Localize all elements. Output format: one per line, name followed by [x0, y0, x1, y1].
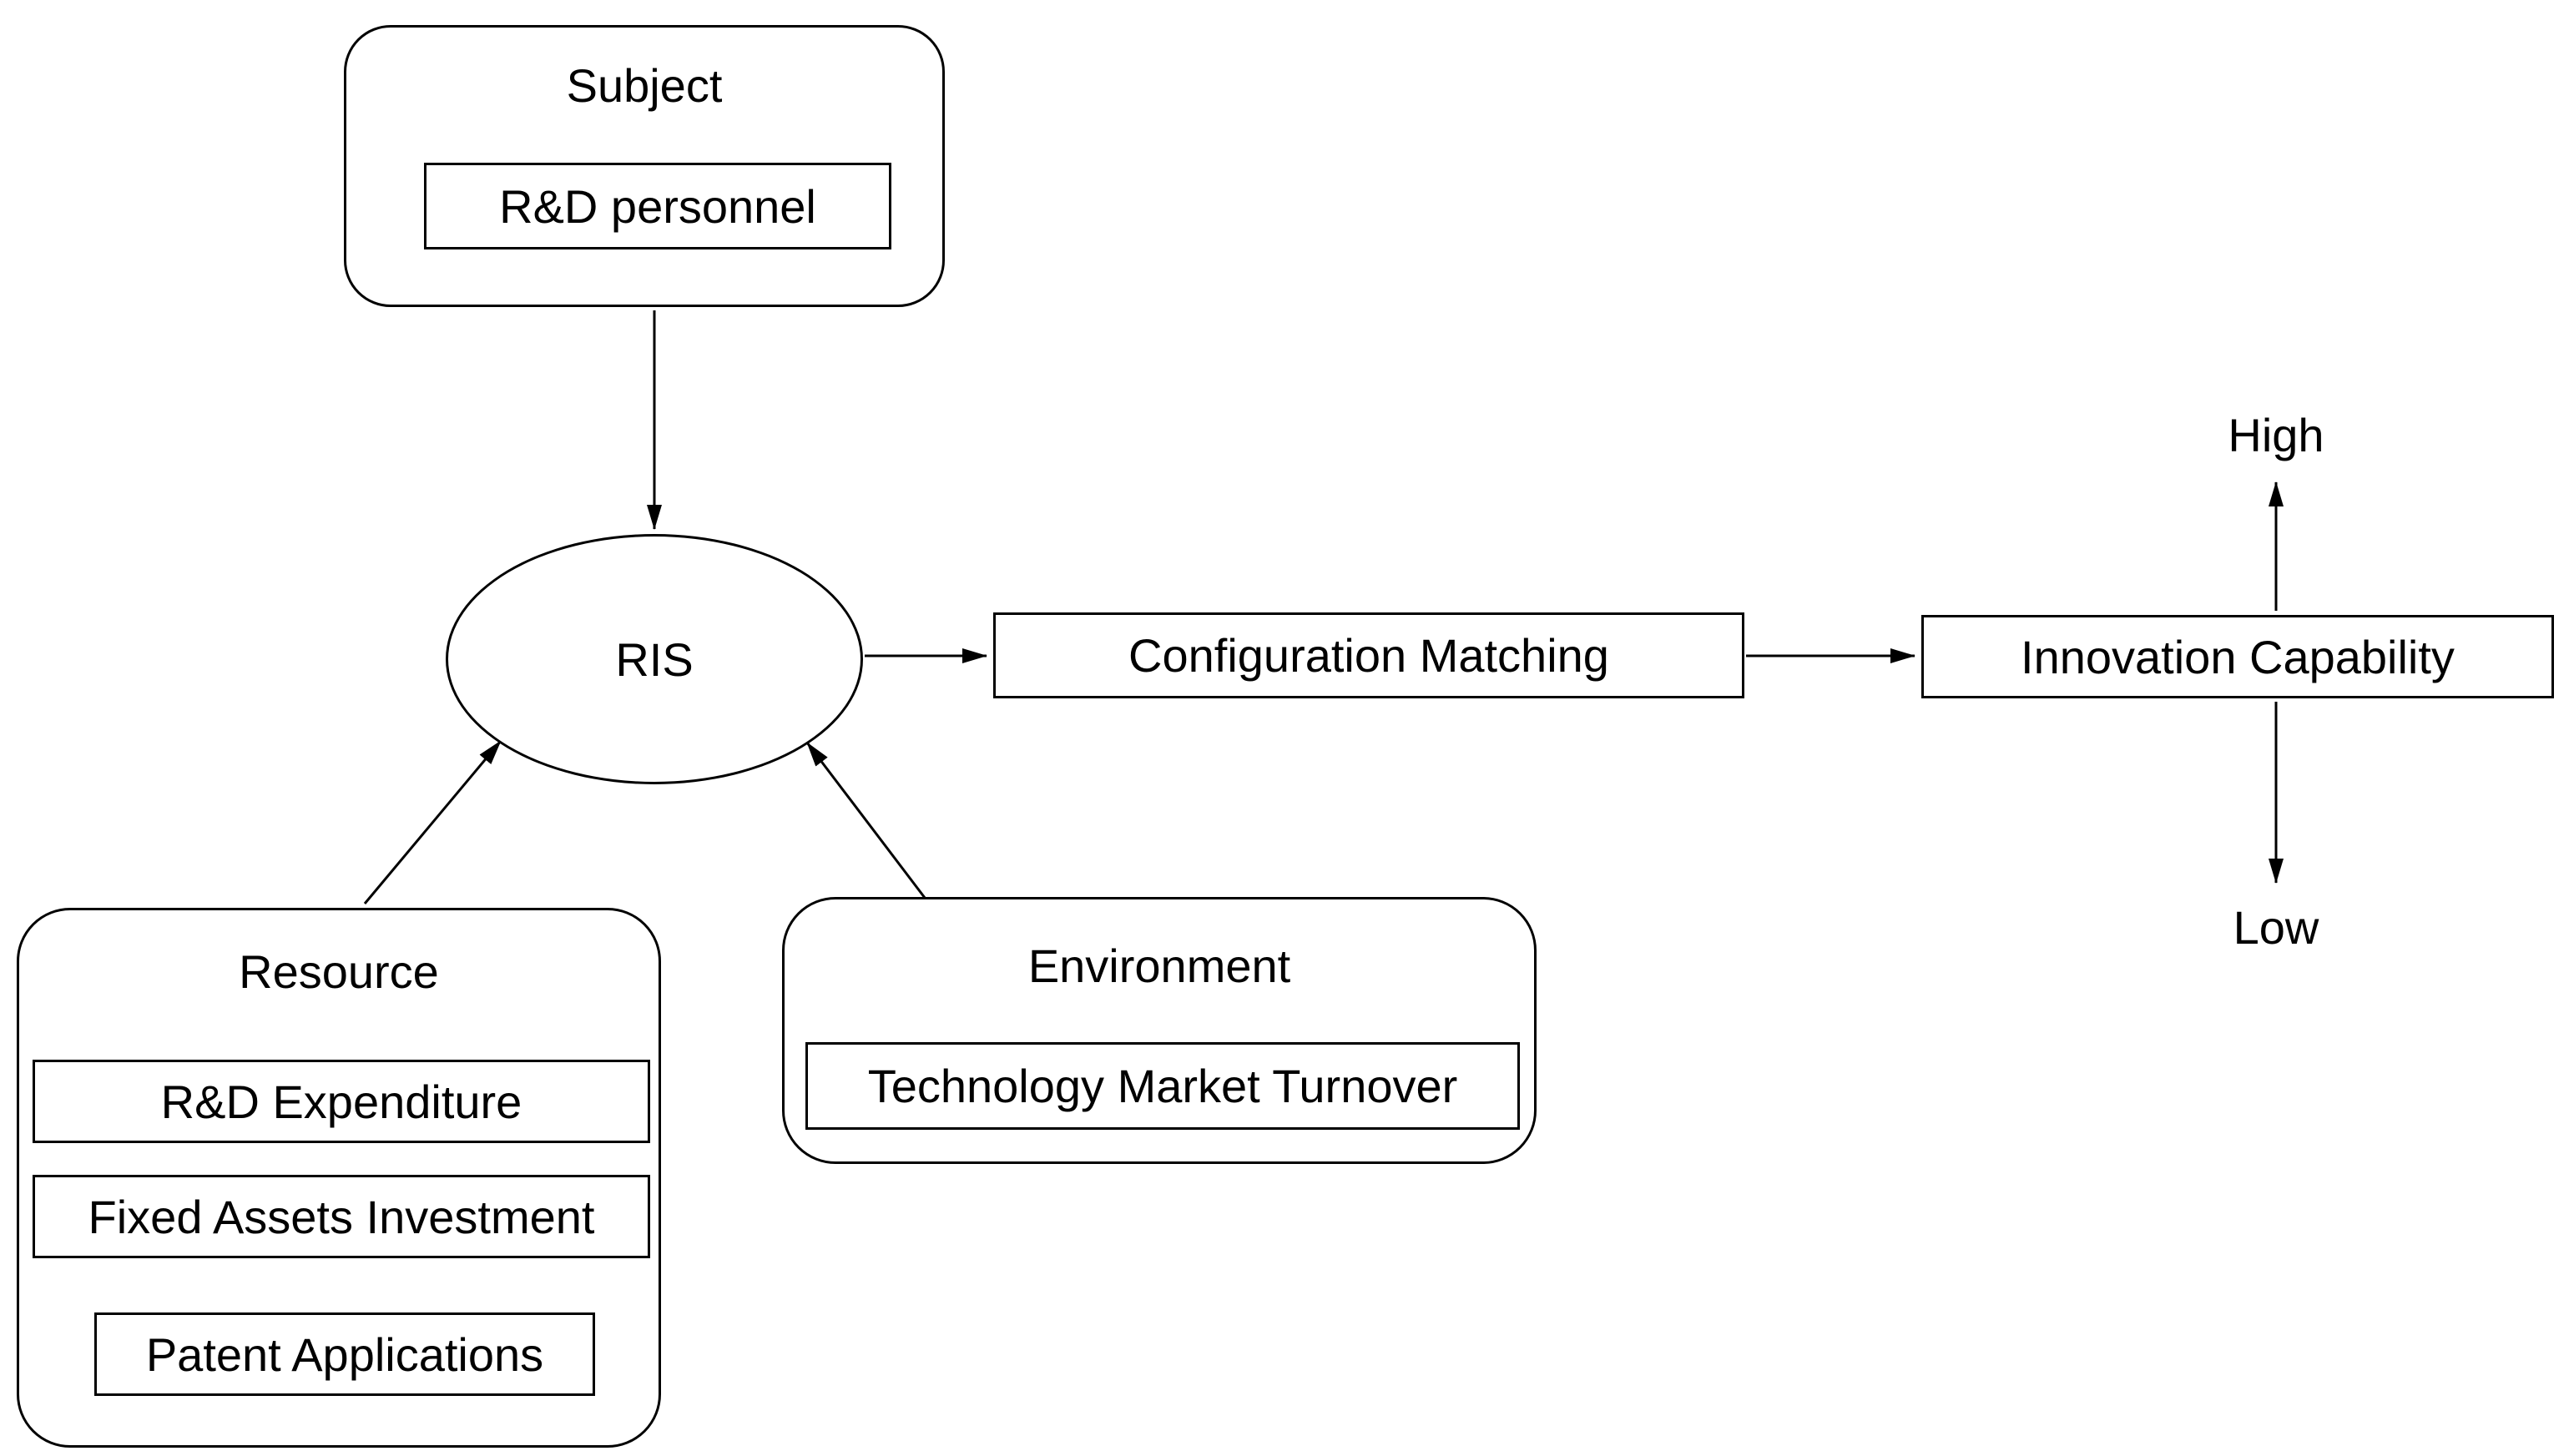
subject-title: Subject [566, 59, 723, 112]
resource-title: Resource [239, 945, 439, 998]
configuration-matching-box: Configuration Matching [993, 612, 1744, 698]
patent-applications-box: Patent Applications [94, 1312, 595, 1396]
fixed-assets-investment-box: Fixed Assets Investment [33, 1175, 650, 1258]
rd-expenditure-box: R&D Expenditure [33, 1060, 650, 1143]
resource-group-box: Resource R&D Expenditure Fixed Assets In… [17, 908, 661, 1448]
environment-title: Environment [1027, 940, 1291, 992]
high-label: High [2228, 409, 2324, 461]
arrow-resource-to-ris [363, 740, 502, 904]
technology-market-turnover-box: Technology Market Turnover [805, 1042, 1520, 1130]
low-label: Low [2233, 901, 2319, 954]
innovation-capability-box: Innovation Capability [1921, 615, 2554, 698]
subject-group-box: Subject R&D personnel [344, 25, 945, 307]
rd-personnel-box: R&D personnel [424, 163, 891, 249]
environment-group-box: Environment Technology Market Turnover [782, 897, 1537, 1164]
ris-ellipse: RIS [446, 534, 863, 784]
arrow-environment-to-ris [805, 742, 926, 899]
